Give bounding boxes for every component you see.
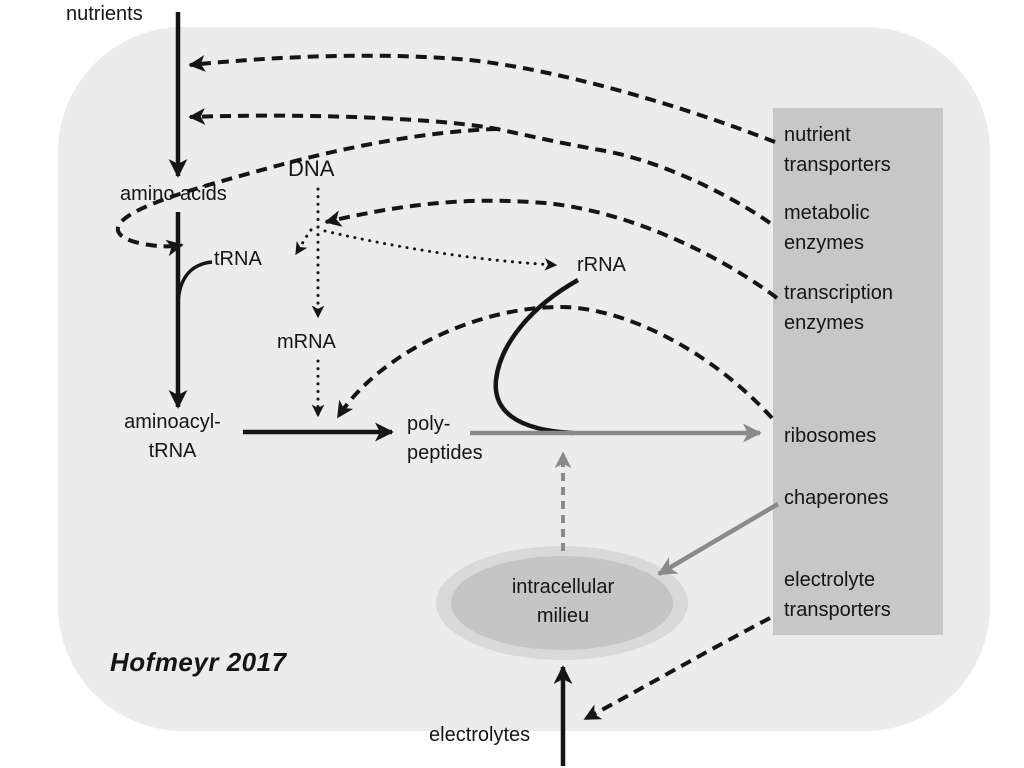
rrna-label: rRNA [577,254,626,276]
chaperones-to-milieu-arrow [657,502,780,576]
dna-label: DNA [288,156,335,181]
rrna-hook-curve [493,278,580,436]
metabolic-enzymes-aminoacylation-arrow [115,127,498,257]
polypeptides-label: poly- peptides [407,413,483,464]
machinery-item-electrolyte-transporters: electrolyte transporters [784,569,891,621]
dna-to-rrna-dotted-arrow [323,229,558,271]
metabolic-enzymes-catalysis-arrow [188,108,772,225]
transcription-enzymes-catalysis-arrow [324,198,779,300]
machinery-item-chaperones: chaperones [784,487,889,509]
nutrients-label: nutrients [66,3,143,25]
trna-label: tRNA [214,248,262,270]
machinery-item-ribosomes: ribosomes [784,425,877,447]
aminoacyl-trna-label: aminoacyl- tRNA [124,411,221,462]
attribution-title: Hofmeyr 2017 [110,647,287,677]
machinery-item-nutrient-transporters: nutrient transporters [784,124,891,176]
electrolyte-transporters-catalysis-arrow [583,616,771,721]
electrolytes-label: electrolytes [429,724,531,746]
mrna-label: mRNA [277,331,336,353]
dna-to-trna-dotted-arrow [294,228,313,256]
amino-acids-label: amino acids [120,183,227,205]
cell-membrane [58,27,990,731]
machinery-item-metabolic-enzymes: metabolic enzymes [784,202,870,254]
ribosomes-translation-arrow [336,304,774,420]
nutrient-transporters-catalysis-arrow [188,53,776,144]
milieu-ellipse [451,556,673,650]
trna-branch-curve [176,260,213,305]
machinery-item-transcription-enzymes: transcription enzymes [784,282,893,334]
machinery-box [773,108,943,635]
intracellular-milieu-label: intracellular milieu [511,576,615,627]
